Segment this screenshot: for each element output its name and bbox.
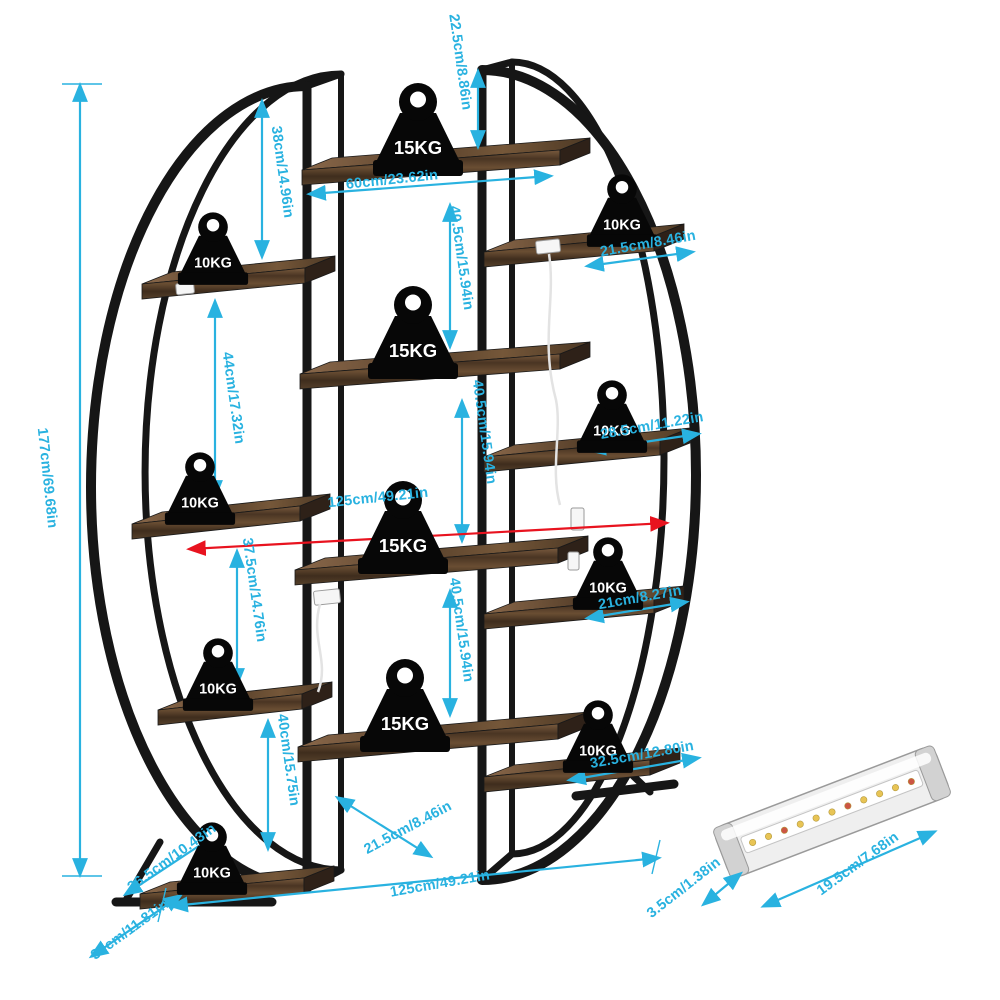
shelf-side <box>559 341 591 370</box>
led-dot <box>812 814 820 822</box>
dimension-arrow <box>584 246 696 272</box>
back-left-arc <box>141 70 345 874</box>
led-cord <box>315 603 324 693</box>
front-right-arc <box>477 65 701 885</box>
led-dot <box>891 784 899 792</box>
dimension-arrow <box>168 851 662 913</box>
led-dot <box>828 808 836 816</box>
dimension-arrow <box>306 169 554 201</box>
top-right-connector <box>478 58 516 74</box>
led-dot <box>844 802 852 810</box>
shelf-side <box>304 255 336 284</box>
led-tube <box>713 745 951 879</box>
dimension-extension-line <box>157 887 167 923</box>
dimension-arrows-group <box>62 68 938 959</box>
shelf-side <box>301 681 333 710</box>
led-controller <box>567 551 580 571</box>
dimension-extension-line <box>651 839 661 875</box>
dimension-arrow <box>566 752 702 786</box>
led-cord <box>547 253 562 506</box>
led-dot <box>796 820 804 828</box>
led-controller <box>175 281 195 296</box>
dimension-arrow <box>186 515 670 557</box>
front-left-arc <box>86 81 312 893</box>
led-tube-highlight <box>721 752 932 841</box>
dimension-arrow <box>88 893 184 959</box>
led-dot <box>876 790 884 798</box>
led-dot <box>749 838 757 846</box>
right-foot-bar <box>571 779 679 801</box>
led-controller <box>535 238 561 255</box>
back-right-arc <box>508 58 668 858</box>
top-left-connector <box>303 70 345 90</box>
dimension-arrow <box>334 795 434 859</box>
led-dot <box>907 778 915 786</box>
dimension-arrow <box>760 830 938 908</box>
dimension-arrow <box>584 596 690 624</box>
led-controller <box>313 588 341 606</box>
dimension-arrow <box>700 871 744 907</box>
led-dot <box>860 796 868 804</box>
shelf-side <box>559 137 591 166</box>
